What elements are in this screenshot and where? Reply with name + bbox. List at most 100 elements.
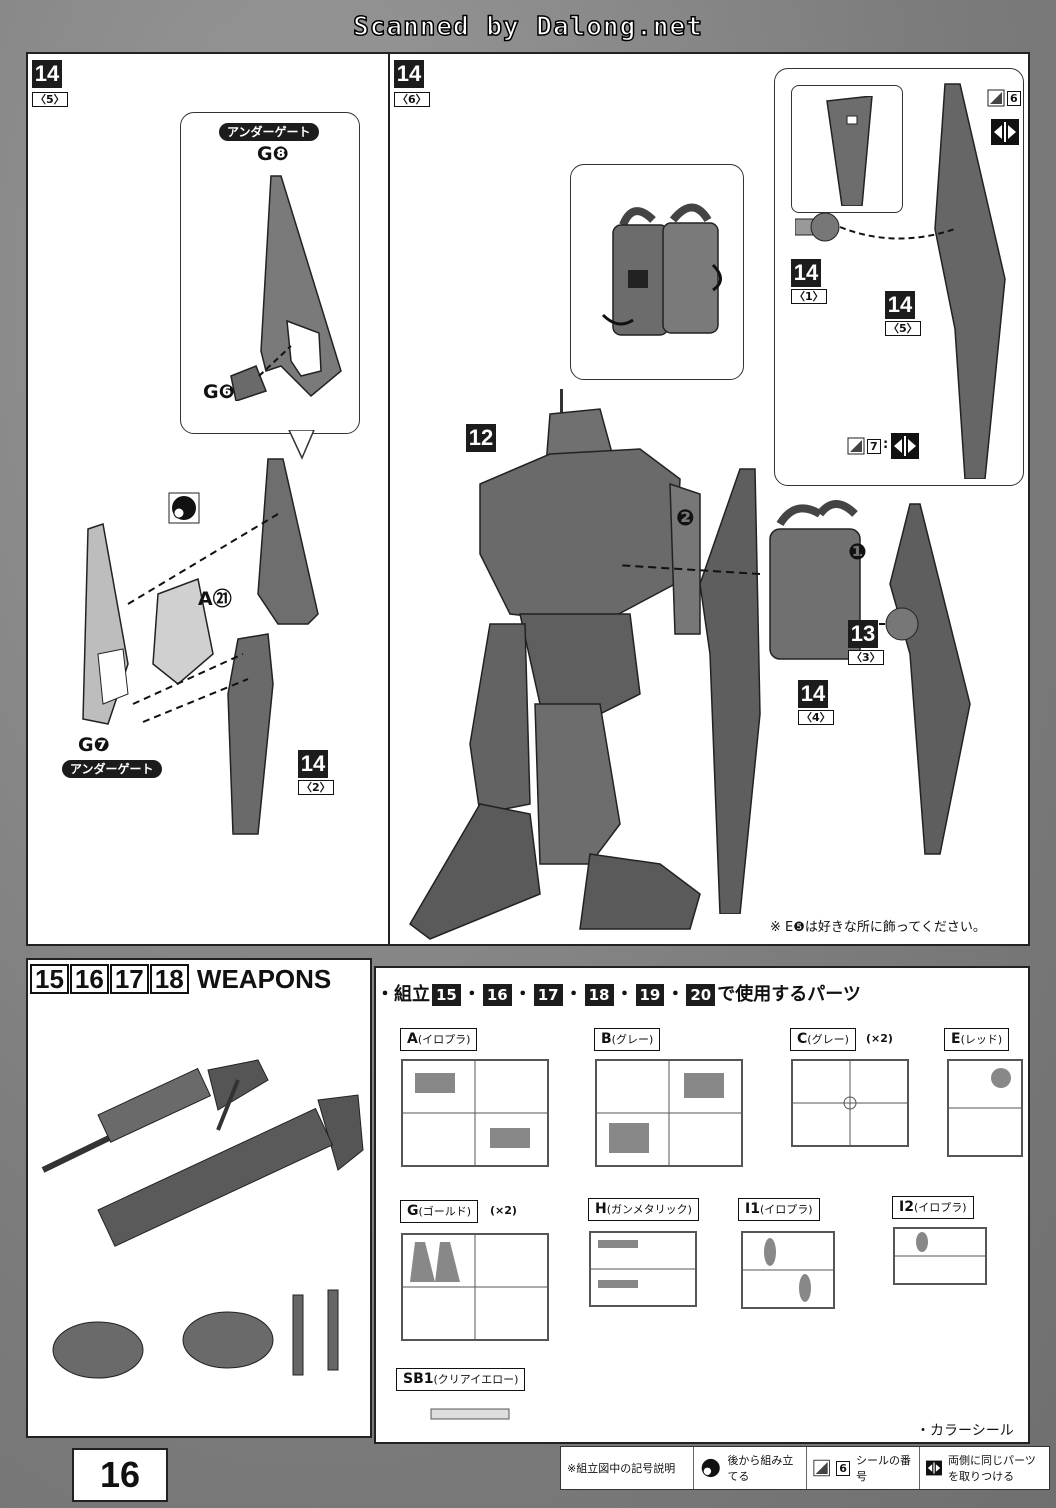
ref-step-sub: 〈2〉 [298, 780, 334, 795]
ref-step-14-4-sub: 〈4〉 [798, 710, 834, 725]
chip-16: 16 [482, 984, 512, 1006]
later-assembly-icon [168, 492, 200, 524]
backpack-illustration [601, 203, 722, 336]
part-label-g8: G❽ [257, 143, 289, 165]
legend-title: ※組立図中の記号説明 [567, 1462, 676, 1475]
ref-step-14-4: 14 [798, 680, 828, 708]
watermark: Scanned by Dalong.net [352, 11, 703, 43]
chip-18: 18 [584, 984, 614, 1006]
display-footnote: ※ E❺は好きな所に飾ってください。 [770, 920, 986, 935]
chip-15: 15 [432, 984, 461, 1006]
part-label-g7: G❼ [78, 734, 110, 756]
step-number: 14 [394, 60, 424, 88]
step-sub: 〈5〉 [32, 92, 68, 107]
weapons-illustration [41, 1059, 364, 1379]
wing-assembly-illustration [82, 458, 319, 835]
runner-label-i1: I1(イロプラ) [738, 1198, 820, 1221]
fin-top-detail [826, 96, 873, 206]
part-label-g6: G❻ [203, 381, 235, 403]
legend-both-sides: 両側に同じパーツを取りつける [920, 1447, 1049, 1489]
chip-19: 19 [635, 984, 665, 1006]
chip-17: 17 [533, 984, 563, 1006]
chip-20: 20 [686, 984, 716, 1006]
step-18: 18 [149, 964, 189, 994]
legend-item2-num: 6 [836, 1460, 850, 1476]
symbol-legend: ※組立図中の記号説明 後から組み立てる 6 シールの番号 両側に同じパーツを取り… [560, 1446, 1050, 1490]
runner-label-b: B(グレー) [594, 1028, 661, 1051]
legend-later-assembly: 後から組み立てる [694, 1447, 807, 1489]
step-16: 16 [69, 964, 109, 994]
runner-i2-illustration [893, 1227, 987, 1285]
legend-sticker-number: 6 シールの番号 [807, 1447, 920, 1489]
fin-top-inset [791, 85, 903, 213]
runner-c-quantity: (×2) [866, 1032, 893, 1045]
runner-sb1-illustration [430, 1408, 510, 1420]
step-number: 14 [32, 60, 62, 88]
arrow-step-2: ❷ [676, 506, 695, 531]
heading-prefix: ・組立 [376, 984, 430, 1005]
fin-part-illustration [230, 175, 342, 401]
runner-label-g: G(ゴールド) [400, 1200, 479, 1223]
callout-pointer [288, 430, 315, 460]
sticker-number-6: 6 [1007, 91, 1021, 106]
runner-g-quantity: (×2) [490, 1204, 517, 1217]
backpack-callout [570, 164, 744, 380]
page-number: 16 [72, 1448, 168, 1502]
backpack-fins-illustration [620, 468, 971, 914]
color-sticker-label: ・カラーシール [916, 1423, 1014, 1439]
runner-label-sb1: SB1(クリアイエロー) [396, 1368, 526, 1391]
ref-step-14: 14 [298, 750, 328, 778]
ref-step-14-5: 14 [885, 291, 915, 319]
runner-e-illustration [947, 1059, 1023, 1157]
step-17: 17 [109, 964, 149, 994]
both-sides-icon [926, 1460, 943, 1476]
legend-title-cell: ※組立図中の記号説明 [561, 1447, 694, 1489]
legend-item1: 後から組み立てる [727, 1454, 794, 1483]
runner-g-illustration [401, 1233, 549, 1341]
runner-b-illustration [595, 1059, 743, 1167]
ref-step-14-5-sub: 〈5〉 [885, 321, 921, 336]
runner-label-e: E(レッド) [944, 1028, 1010, 1051]
runner-c-illustration [791, 1059, 909, 1147]
part-label-a21: A㉑ [198, 588, 232, 610]
runner-label-c: C(グレー) [790, 1028, 856, 1051]
legend-item2: シールの番号 [855, 1454, 911, 1483]
ref-step-12: 12 [466, 424, 496, 452]
runner-h-illustration [589, 1231, 697, 1307]
sticker-number-7: 7 [867, 439, 881, 454]
detail-callout: アンダーゲート G❽ G❻ [180, 112, 360, 434]
under-gate-label: アンダーゲート [219, 123, 319, 141]
ref-step-14-1-sub: 〈1〉 [791, 289, 827, 304]
ref-step-13-sub: 〈3〉 [848, 650, 884, 665]
sticker-icon [847, 437, 865, 455]
runner-i1-illustration [741, 1231, 835, 1309]
step-sub: 〈6〉 [394, 92, 430, 107]
fin-large-illustration [934, 83, 1006, 479]
peg-part [795, 212, 956, 242]
arrow-step-1: ❶ [848, 540, 867, 565]
sticker-colon: : [883, 437, 889, 452]
runner-label-h: H(ガンメタリック) [588, 1198, 699, 1221]
later-assembly-icon [701, 1458, 720, 1478]
both-sides-icon [891, 433, 919, 459]
both-sides-icon [991, 119, 1019, 145]
robot-illustration [409, 389, 701, 940]
runner-label-a: A(イロプラ) [400, 1028, 478, 1051]
heading-suffix: で使用するパーツ [717, 984, 861, 1005]
ref-step-13: 13 [848, 620, 878, 648]
step-15: 15 [30, 964, 69, 994]
runner-label-i2: I2(イロプラ) [892, 1196, 974, 1219]
weapons-title: WEAPONS [196, 964, 332, 994]
runner-a-illustration [401, 1059, 549, 1167]
legend-item3: 両側に同じパーツを取りつける [948, 1454, 1036, 1483]
sticker-icon [987, 89, 1005, 107]
step-panel-right: 14 〈6〉 14 〈1〉 14 [388, 52, 1030, 946]
ref-step-14-1: 14 [791, 259, 821, 287]
under-gate-label-bottom: アンダーゲート [62, 760, 162, 778]
fin-callout: 14 〈1〉 14 〈5〉 6 7 : [774, 68, 1024, 486]
step-panel-left: 14 〈5〉 アンダーゲート G❽ G❻ A㉑ G❼ アンダーゲート 14 〈2… [26, 52, 390, 946]
